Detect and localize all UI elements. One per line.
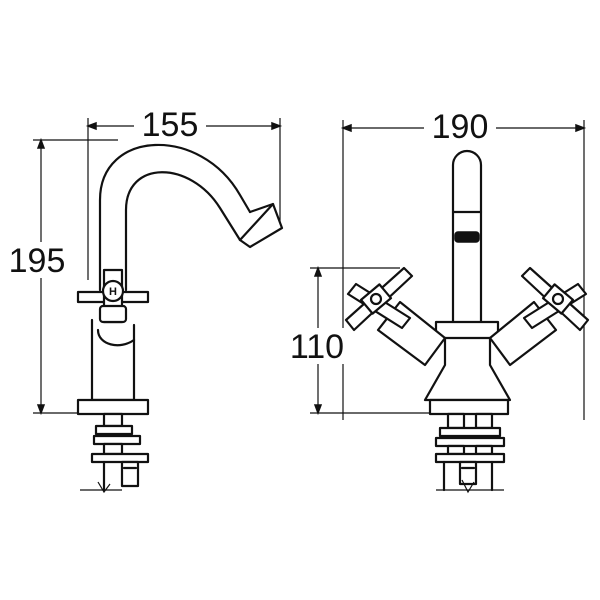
dimension-190: 190 — [340, 108, 587, 420]
dimension-155: 155 — [85, 106, 283, 280]
dimension-195: 195 — [2, 137, 118, 416]
front-view: 190 110 — [286, 108, 590, 494]
hot-marker: H — [109, 286, 117, 298]
front-base — [428, 398, 510, 416]
side-fixing — [80, 412, 150, 494]
front-spout — [451, 149, 483, 332]
dimension-label-190: 190 — [432, 108, 489, 146]
side-handle: H — [76, 268, 150, 324]
front-right-handle — [488, 266, 590, 367]
side-body — [76, 318, 150, 416]
side-spout — [98, 143, 284, 292]
front-left-handle — [344, 266, 447, 367]
dimension-110: 110 — [286, 265, 430, 416]
front-fixing — [434, 412, 506, 494]
dimension-label-110: 110 — [290, 328, 344, 366]
side-view: 155 195 H — [2, 106, 284, 494]
dimension-label-195: 195 — [9, 242, 66, 280]
dimension-label-155: 155 — [142, 106, 199, 144]
